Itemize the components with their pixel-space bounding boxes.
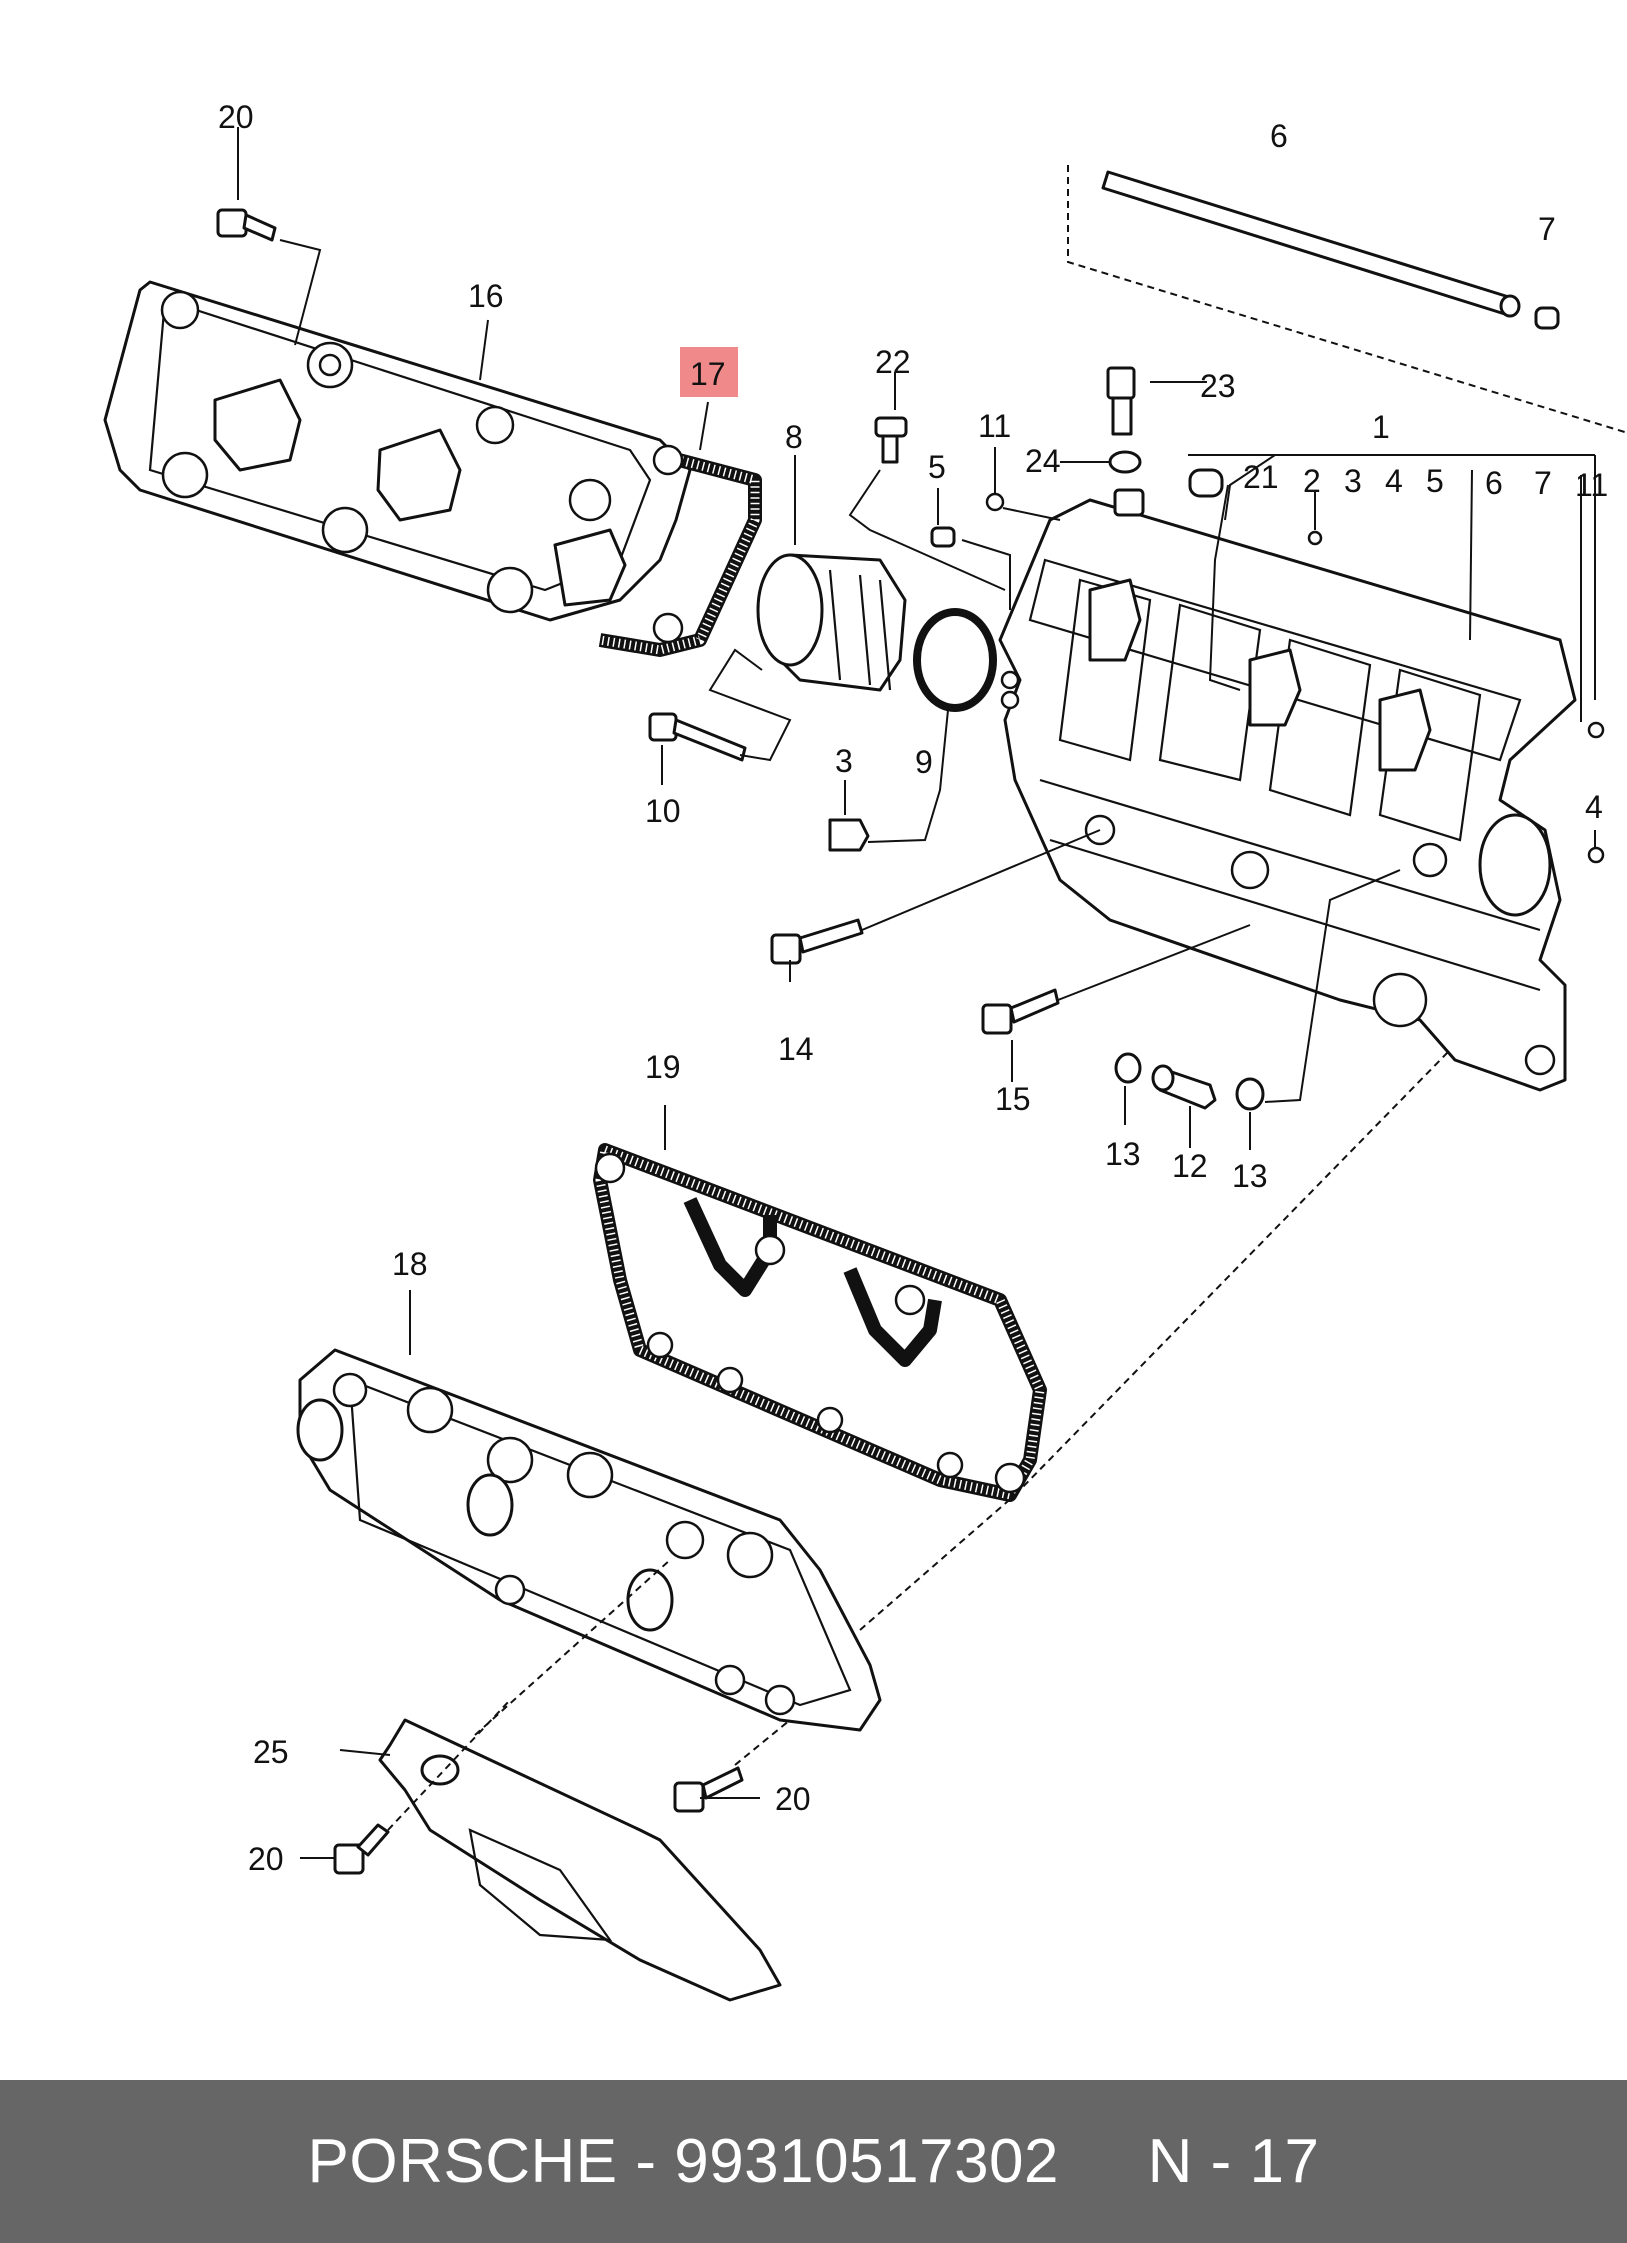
part-6-rod <box>1101 170 1521 318</box>
part-4-plug <box>1587 846 1605 864</box>
callout-15: 15 <box>995 1081 1031 1117</box>
part-14-bolt <box>770 918 864 965</box>
callout-21: 21 <box>1243 459 1279 495</box>
callout-group-4: 4 <box>1385 463 1403 499</box>
callout-1: 1 <box>1372 409 1390 445</box>
part-22-screw <box>874 416 908 464</box>
leader-lines <box>237 127 1596 1859</box>
callout-20-low: 20 <box>248 1841 284 1877</box>
part-11-plug-right <box>1587 721 1605 739</box>
callout-12: 12 <box>1172 1148 1208 1184</box>
parts-diagram: 20 16 17 22 8 6 7 23 24 11 5 21 1 2 3 4 … <box>103 99 1627 2002</box>
callout-24: 24 <box>1025 443 1061 479</box>
part-24-washer <box>1108 450 1142 474</box>
part-8-housing <box>756 553 907 692</box>
part-25-shield <box>378 1718 782 2002</box>
part-20-bolt-low <box>333 1823 390 1875</box>
footer-gap <box>1059 2127 1148 2196</box>
callout-group-11: 11 <box>1575 467 1608 503</box>
part-2-plug <box>1307 530 1323 546</box>
part-17-gasket <box>598 444 762 657</box>
footer-brand: PORSCHE <box>307 2127 618 2196</box>
callout-14: 14 <box>778 1031 814 1067</box>
callout-9: 9 <box>915 744 933 780</box>
callout-7-top: 7 <box>1538 211 1556 247</box>
callout-group-6: 6 <box>1485 465 1503 501</box>
part-7-pin <box>1534 306 1560 330</box>
callout-19: 19 <box>645 1049 681 1085</box>
part-1-cylinder-head <box>998 488 1577 1092</box>
callout-20-mid: 20 <box>775 1781 811 1817</box>
callout-11-left: 11 <box>978 408 1011 444</box>
part-23-fitting <box>1106 366 1136 436</box>
part-20-bolt-top <box>216 208 277 242</box>
callout-group-3: 3 <box>1344 463 1362 499</box>
footer-separator: - <box>617 2127 675 2196</box>
callout-13-left: 13 <box>1105 1136 1141 1172</box>
callout-8: 8 <box>785 419 803 455</box>
part-20-bolt-mid <box>673 1766 744 1813</box>
part-18-lower-cover <box>296 1348 882 1732</box>
part-13-seal-b <box>1235 1077 1265 1111</box>
callout-18: 18 <box>392 1246 428 1282</box>
part-15-bolt <box>981 988 1060 1035</box>
callout-group-2: 2 <box>1303 463 1321 499</box>
footer-ref: N - 17 <box>1147 2127 1320 2196</box>
callout-23: 23 <box>1200 368 1236 404</box>
callout-group-7: 7 <box>1534 465 1552 501</box>
part-10-bolt <box>648 712 747 762</box>
callout-labels: 20 16 17 22 8 6 7 23 24 11 5 21 1 2 3 4 … <box>218 99 1608 1877</box>
part-19-gasket <box>593 1143 1047 1502</box>
part-11-plug <box>985 492 1005 512</box>
footer-caption: PORSCHE - 99310517302 N - 17 <box>308 2126 1320 2197</box>
footer-part-number: 99310517302 <box>674 2127 1060 2196</box>
part-5-dowel <box>930 526 956 548</box>
part-16-cam-cover <box>103 280 692 622</box>
callout-17: 17 <box>690 356 726 392</box>
callout-6-top: 6 <box>1270 118 1288 154</box>
footer-bar: PORSCHE - 99310517302 N - 17 <box>0 2080 1627 2243</box>
callout-16: 16 <box>468 278 504 314</box>
part-3-plug <box>828 818 870 852</box>
highlight-17 <box>680 347 738 397</box>
callout-13-right: 13 <box>1232 1158 1268 1194</box>
callout-group-5: 5 <box>1426 463 1444 499</box>
callout-3: 3 <box>835 743 853 779</box>
part-12-guide <box>1151 1064 1217 1110</box>
callout-5-left: 5 <box>928 449 946 485</box>
part-13-seal-a <box>1114 1052 1142 1084</box>
callout-22: 22 <box>875 344 911 380</box>
callout-25: 25 <box>253 1734 289 1770</box>
part-9-o-ring <box>913 608 997 712</box>
callout-10: 10 <box>645 793 681 829</box>
callout-4: 4 <box>1585 789 1603 825</box>
part-21-sleeve <box>1188 468 1224 498</box>
callout-20-top: 20 <box>218 99 254 135</box>
